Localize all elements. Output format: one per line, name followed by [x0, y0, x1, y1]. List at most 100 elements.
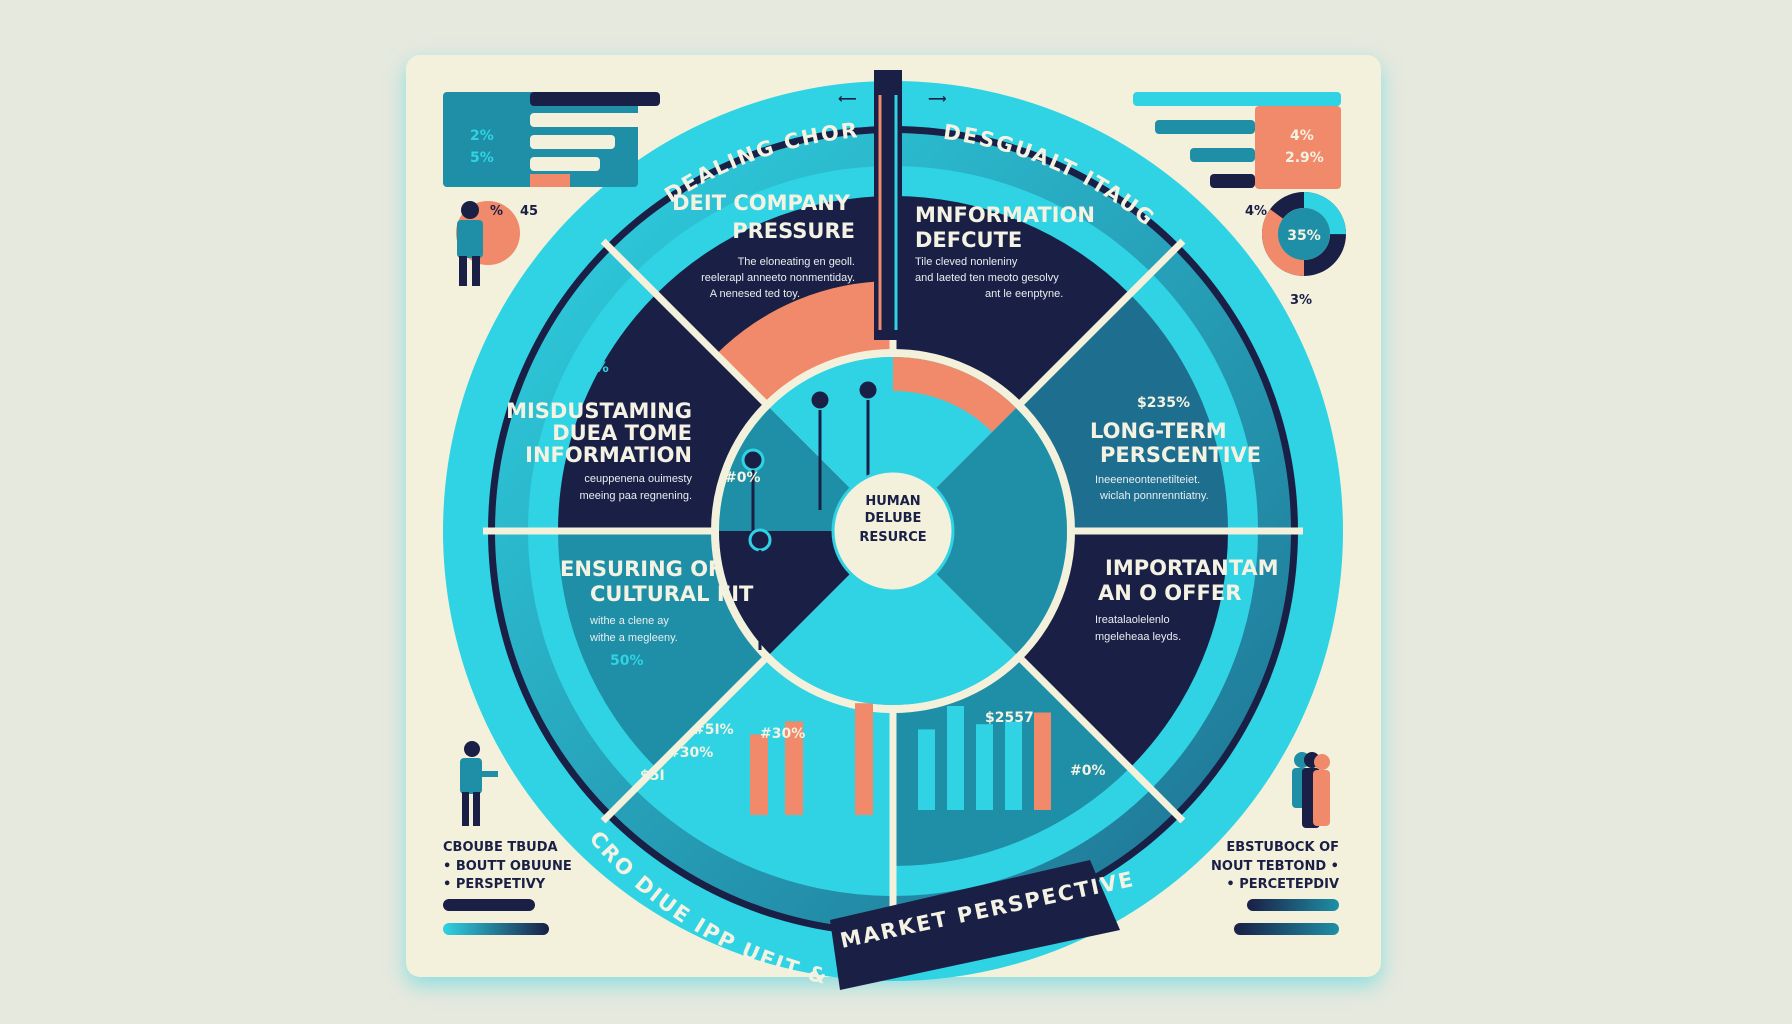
pressure-accent	[716, 281, 893, 406]
pressure-body-1: The eloneating en geoll.	[738, 256, 855, 268]
center-title-2: DELUBE	[865, 511, 922, 526]
donut-chart	[1262, 192, 1346, 276]
cultural-body-2: withe a megleeny.	[589, 632, 678, 644]
information-body-1: Tile cleved nonleniny	[915, 256, 1018, 268]
bar-chart-left	[715, 703, 873, 815]
misunderstanding-title-2: DUEA TOME	[552, 421, 692, 445]
inner-stat: #0%	[725, 470, 761, 486]
bottom-right-bar-1	[1247, 899, 1339, 911]
right-arrow-icon: ⟶	[928, 92, 947, 107]
bar-chart-right	[918, 706, 1051, 810]
bar-right-label: $2557	[985, 710, 1034, 726]
market-band	[830, 860, 1120, 990]
offer-stat-1: 910%	[1090, 649, 1130, 664]
bar-right	[976, 724, 993, 810]
top-right-stat-1: 4%	[1290, 128, 1314, 144]
misunderstanding-body-1: ceuppenena ouimesty	[584, 473, 692, 485]
inner-circle-border	[711, 349, 1075, 713]
left-figure-stat-1: %	[490, 204, 503, 219]
team-icon	[1292, 752, 1330, 828]
bottom-right-line-1: EBSTUBOCK OF	[1226, 840, 1339, 855]
information-title-1: MNFORMATION	[915, 203, 1095, 227]
section-cultural-fit: ENSURING OF CULTURAL FIT withe a clene a…	[560, 557, 754, 669]
long-term-body-2: wiclah ponnrenntiatny.	[1099, 490, 1209, 502]
offer-stat-2: 38%	[1150, 665, 1181, 680]
donut-stat-bottom: 3%	[1290, 293, 1312, 308]
bar-left-label-3: #5I%	[693, 722, 734, 738]
section-offer: IMPORTANTAM AN O OFFER Ireatalaolelenlo …	[1090, 556, 1279, 680]
bar-right	[1005, 721, 1022, 810]
offer-title-1: IMPORTANTAM	[1105, 556, 1279, 580]
bar-left-label-2: #30%	[668, 745, 713, 761]
pressure-body-2: reelerapl anneeto nonmentiday.	[701, 272, 855, 284]
left-arrow-icon: ⟵	[838, 92, 857, 107]
section-pressure: DEIT COMPANY PRESSURE The eloneating en …	[672, 191, 855, 300]
top-divider-bar	[874, 70, 902, 340]
offer-body-1: Ireatalaolelenlo	[1095, 614, 1170, 626]
bottom-left-line-1: CBOUBE TBUDA	[443, 840, 558, 855]
section-information: MNFORMATION DEFCUTE Tile cleved nonlenin…	[915, 203, 1095, 300]
bottom-left-bar-1	[443, 899, 535, 911]
information-body-3: ant le eenptyne.	[985, 288, 1063, 300]
donut-segment-cyan	[1262, 192, 1346, 276]
misunderstanding-stat: 6%	[585, 360, 609, 376]
section-misunderstanding: 6% MISDUSTAMING DUEA TOME INFORMATION ce…	[506, 360, 692, 502]
bottom-left-bar-2	[443, 923, 549, 935]
cultural-stat: 50%	[610, 653, 644, 669]
pin-marker-icon	[808, 388, 832, 412]
bar-left	[820, 752, 838, 815]
presenter-icon	[460, 741, 498, 826]
bottom-left-line-3: • PERSPETIVY	[443, 877, 546, 892]
pressure-title-2: PRESSURE	[732, 219, 855, 243]
top-left-stat-1: 2%	[470, 128, 494, 144]
donut-segment-salmon	[1262, 192, 1346, 276]
pin-marker-icon	[748, 528, 772, 552]
top-right-stat-2: 2.9%	[1285, 150, 1324, 166]
cultural-title-1: ENSURING OF	[560, 557, 722, 581]
long-term-body-1: Ineeeneontenetilteiet.	[1095, 474, 1200, 486]
bar-left	[785, 721, 803, 815]
bottom-right-line-3: • PERCETEPDIV	[1226, 877, 1339, 892]
cultural-body-1: withe a clene ay	[589, 615, 669, 627]
inner-accent	[893, 357, 1017, 433]
misunderstanding-title-3: INFORMATION	[525, 443, 692, 467]
bar-left-label-4: #30%	[760, 726, 805, 742]
offer-title-2: AN O OFFER	[1098, 581, 1241, 605]
offer-body-2: mgeleheaa leyds.	[1095, 631, 1181, 643]
cultural-title-2: CULTURAL FIT	[590, 582, 754, 606]
donut-stat-top: 4%	[1245, 204, 1267, 219]
top-left-stat-box: 2% 5%	[443, 92, 660, 187]
pressure-body-3: A nenesed ted toy.	[710, 288, 800, 300]
center-title-3: RESURCE	[859, 530, 926, 545]
long-term-title-2: PERSCENTIVE	[1100, 443, 1261, 467]
top-right-stat-box: 4% 2.9%	[1133, 92, 1341, 189]
left-figure-stat-2: 45	[520, 204, 538, 219]
bottom-right-bar-2	[1234, 923, 1339, 935]
pressure-title-1: DEIT COMPANY	[672, 191, 851, 215]
bar-left-label-1: $5I	[640, 768, 665, 784]
information-title-2: DEFCUTE	[915, 228, 1022, 252]
bar-right-label-2: #0%	[1070, 763, 1106, 779]
center-title-1: HUMAN	[865, 494, 920, 509]
businessman-icon	[456, 201, 520, 286]
pin-marker-icon	[741, 448, 765, 472]
donut-stat-center: 35%	[1287, 228, 1321, 244]
bar-right	[947, 706, 964, 810]
donut-hole	[1278, 208, 1330, 260]
bar-right	[918, 729, 935, 810]
section-long-term: $235% LONG-TERM PERSCENTIVE Ineeeneonten…	[1090, 395, 1261, 502]
long-term-stat: $235%	[1137, 395, 1190, 411]
bar-left	[715, 763, 733, 815]
bar-left	[855, 703, 873, 815]
bottom-left-line-2: • BOUTT OBUUNE	[443, 859, 572, 874]
misunderstanding-body-2: meeing paa regnening.	[579, 490, 692, 502]
bottom-right-line-2: NOUT TEBTOND •	[1211, 859, 1339, 874]
bar-right	[1034, 712, 1051, 810]
top-left-stat-2: 5%	[470, 150, 494, 166]
long-term-title-1: LONG-TERM	[1090, 419, 1227, 443]
misunderstanding-title-1: MISDUSTAMING	[506, 399, 692, 423]
center-hub	[831, 469, 955, 593]
bar-left	[750, 734, 768, 815]
pin-marker-icon	[856, 378, 880, 402]
